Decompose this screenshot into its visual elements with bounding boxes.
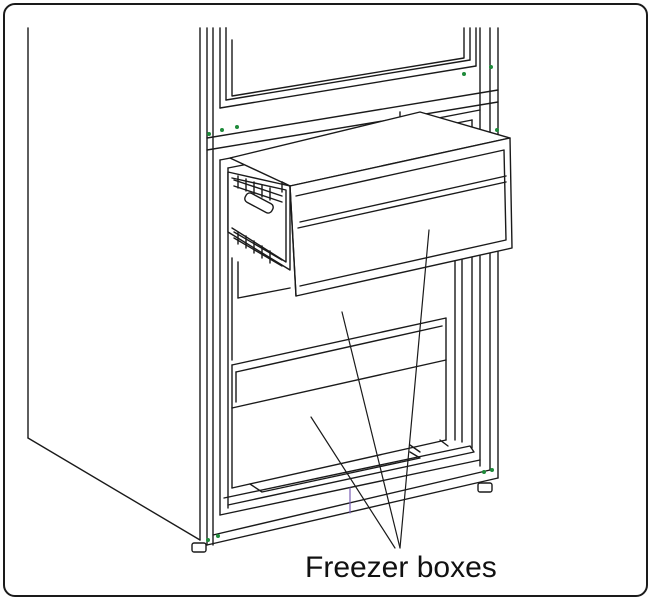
freezer-box-top xyxy=(227,111,513,297)
callout-leaders xyxy=(310,229,430,549)
upper-compartment xyxy=(219,27,477,109)
fastener-dots xyxy=(206,65,499,542)
freezer-box-bottom xyxy=(231,257,447,489)
cabinet-feet xyxy=(191,482,493,553)
figure-frame xyxy=(3,3,648,597)
compartment-floor xyxy=(223,439,475,506)
callout-label-freezer-boxes: Freezer boxes xyxy=(305,551,497,584)
cabinet-side-panel xyxy=(27,27,201,541)
